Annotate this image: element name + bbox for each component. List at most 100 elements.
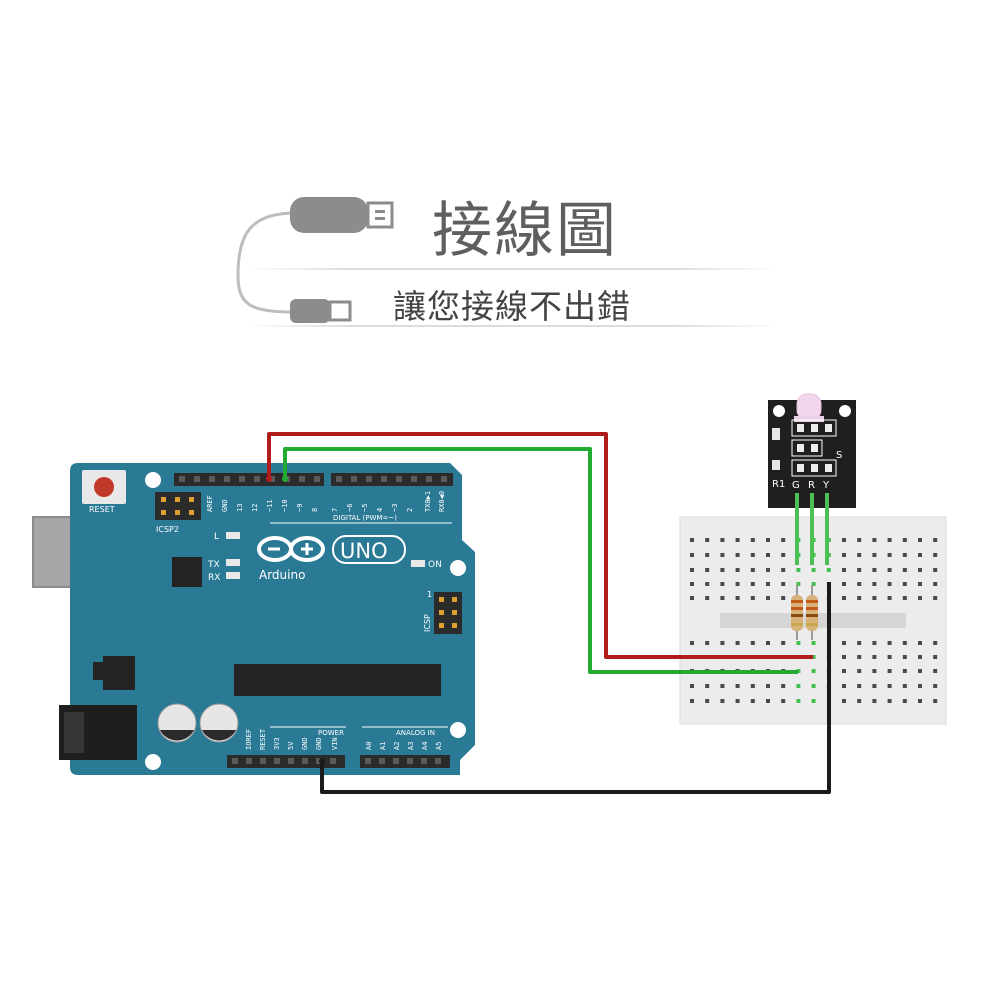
pin-label: ~3 [391, 504, 399, 512]
breadboard-hole [933, 641, 938, 645]
module-pin-r-label: R [808, 480, 815, 491]
breadboard-hole [720, 699, 725, 703]
breadboard-hole [766, 641, 770, 645]
breadboard-hole [735, 641, 740, 645]
breadboard-hole [796, 699, 801, 703]
breadboard-hole [842, 669, 846, 673]
mount-hole [145, 472, 161, 488]
breadboard-hole [766, 582, 770, 586]
breadboard-hole [690, 553, 694, 557]
pin-label: VIN [331, 737, 339, 750]
pin-label: 12 [251, 504, 259, 512]
breadboard-hole [872, 669, 877, 673]
rgb-led-module: R1 S G R Y [768, 393, 856, 565]
breadboard-hole [796, 669, 801, 673]
icsp2-label: ICSP2 [156, 525, 179, 534]
breadboard-hole [735, 568, 740, 572]
breadboard-hole [781, 568, 786, 572]
pin-label: 2 [406, 508, 414, 512]
module-pin-g-label: G [792, 480, 800, 491]
breadboard-hole [735, 538, 740, 542]
usb-chip [172, 557, 202, 587]
pin-label: 13 [236, 504, 244, 512]
module-r1-label: R1 [772, 479, 785, 490]
header-pin [393, 758, 399, 764]
resistor [806, 585, 818, 640]
breadboard-hole [887, 553, 892, 557]
header-pin [302, 758, 308, 764]
led-tx [226, 559, 240, 566]
led-rx-label: RX [208, 573, 220, 583]
reset-label: RESET [89, 505, 115, 514]
wire-red [267, 432, 813, 659]
breadboard-hole [887, 596, 892, 600]
analog-label: ANALOG IN [396, 729, 435, 737]
breadboard-hole [811, 582, 816, 586]
pin-label: 5V [287, 741, 295, 750]
breadboard-hole [857, 538, 862, 542]
breadboard-hole [872, 568, 877, 572]
pin-label: RESET [259, 728, 267, 750]
breadboard-hole [735, 596, 740, 600]
breadboard-hole [705, 641, 710, 645]
breadboard-hole [872, 655, 877, 659]
title-divider [245, 268, 780, 270]
breadboard-hole [857, 699, 862, 703]
header-pin [209, 476, 215, 482]
breadboard-hole [705, 684, 710, 688]
breadboard-hole [826, 568, 831, 572]
breadboard-hole [750, 596, 755, 600]
header-pin [426, 476, 432, 482]
breadboard-hole [811, 641, 816, 645]
wire-green [283, 447, 798, 674]
pin-label: 7 [331, 508, 339, 512]
pin-label: GND [315, 737, 323, 750]
breadboard-hole [872, 684, 877, 688]
pin-label: ~9 [296, 504, 304, 512]
breadboard-hole [902, 641, 907, 645]
header-pin [330, 758, 336, 764]
header-pin [351, 476, 357, 482]
breadboard-hole [857, 684, 862, 688]
header-pin [260, 758, 266, 764]
breadboard-hole [902, 655, 907, 659]
breadboard-hole [933, 699, 938, 703]
pin-label: ~6 [346, 504, 354, 512]
header-pin [336, 476, 342, 482]
header-pin [299, 476, 305, 482]
breadboard-hole [796, 684, 801, 688]
breadboard-hole [933, 669, 938, 673]
pin-label: 3V3 [273, 737, 281, 750]
breadboard-hole [750, 538, 755, 542]
breadboard-hole [902, 699, 907, 703]
pin-label: GND [221, 499, 229, 512]
breadboard-hole [735, 699, 740, 703]
breadboard-hole [735, 684, 740, 688]
led-l-label: L [214, 532, 219, 542]
breadboard-hole [750, 641, 755, 645]
breadboard-hole [842, 568, 846, 572]
breadboard-hole [735, 582, 740, 586]
breadboard-hole [918, 684, 922, 688]
capacitor [199, 703, 239, 743]
breadboard-hole [781, 641, 786, 645]
icsp-header [434, 592, 462, 634]
breadboard-hole [887, 669, 892, 673]
page-subtitle: 讓您接線不出錯 [393, 287, 631, 326]
breadboard-hole [720, 553, 725, 557]
voltage-regulator [93, 656, 135, 690]
capacitor [157, 703, 197, 743]
breadboard-hole [933, 655, 938, 659]
header-pin [407, 758, 413, 764]
breadboard-hole [887, 538, 892, 542]
pin-label: AREF [206, 495, 214, 512]
breadboard-hole [842, 538, 846, 542]
module-pin-y [825, 493, 829, 565]
board-pcb [70, 463, 475, 775]
breadboard-hole [750, 553, 755, 557]
breadboard-hole [872, 553, 877, 557]
breadboard-hole [705, 538, 710, 542]
breadboard-hole [690, 596, 694, 600]
breadboard-hole [842, 655, 846, 659]
